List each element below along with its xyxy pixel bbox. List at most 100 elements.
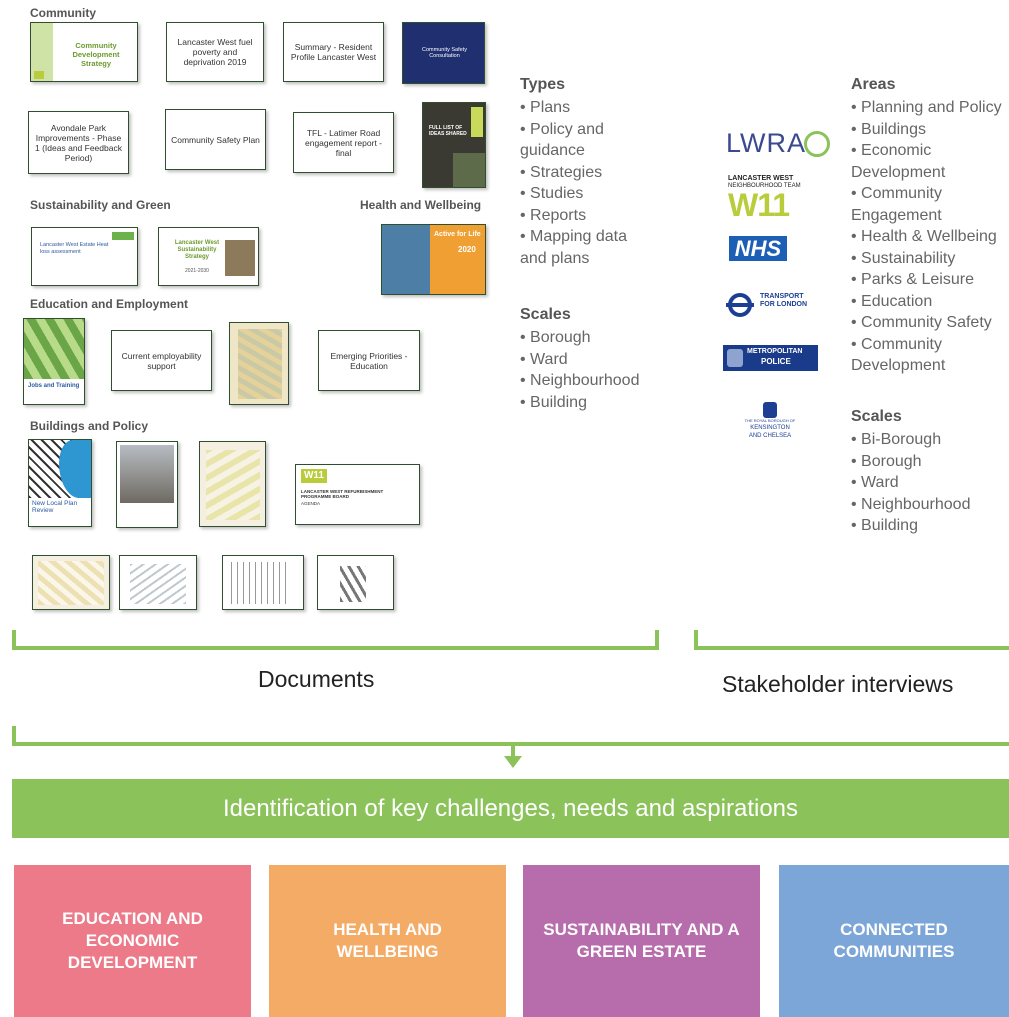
theme-label: SUSTAINABILITY AND A GREEN ESTATE [543, 920, 740, 961]
thumb-photo [120, 445, 174, 503]
w11-logo-sub: NEIGHBOURHOOD TEAM [728, 183, 801, 189]
list-item: • Ward [520, 350, 568, 368]
theme-label: EDUCATION AND ECONOMIC DEVELOPMENT [62, 909, 203, 972]
list-item: • Strategies [520, 163, 603, 181]
list-item: • Health & Wellbeing [851, 228, 997, 245]
doc-thumb-community-development-strategy[interactable]: Community Development Strategy [30, 22, 138, 82]
section-title-community: Community [30, 6, 96, 20]
types-list: • Plans• Policy and guidance• Strategies… [520, 97, 645, 269]
list-item: • Parks & Leisure [851, 271, 974, 288]
w11-mini-logo: W11 [301, 469, 327, 483]
thumb-footer [29, 498, 91, 526]
theme-education: EDUCATION AND ECONOMIC DEVELOPMENT [14, 865, 251, 1017]
list-item: • Community Engagement [851, 185, 942, 224]
doc-thumb-drawing-1[interactable] [32, 555, 110, 610]
rbkc-logo: THE ROYAL BOROUGH OF KENSINGTON AND CHEL… [740, 402, 800, 440]
thumb-title: Lancaster West Estate Heat loss assessme… [40, 242, 109, 255]
thumb-title: Community Safety Consultation [422, 47, 467, 59]
tfl-text-2: FOR LONDON [760, 301, 808, 308]
section-title-education: Education and Employment [30, 297, 189, 311]
thumb-accent [471, 107, 483, 137]
doc-thumb-active-for-life[interactable]: Active for Life 2020 [381, 224, 486, 295]
doc-thumb-avondale[interactable]: Avondale Park Improvements - Phase 1 (Id… [28, 111, 129, 174]
scales-left-heading: Scales [520, 306, 571, 323]
thumb-years: 2021-2030 [185, 268, 209, 274]
scales-left-list: • Borough• Ward• Neighbourhood• Building [520, 327, 660, 413]
list-item: • Borough [851, 452, 922, 470]
theme-connected: CONNECTED COMMUNITIES [779, 865, 1009, 1017]
doc-thumb-sustainability-strategy[interactable]: Lancaster West Sustainability Strategy 2… [158, 227, 259, 286]
list-item: • Ward [851, 474, 899, 491]
areas-list: • Planning and Policy • Buildings • Econom… [851, 97, 1009, 377]
thumb-title: Lancaster West Sustainability Strategy [174, 240, 220, 260]
logo-mark [34, 71, 44, 79]
rbkc-text-2: KENSINGTON [750, 425, 790, 431]
doc-thumb-heat-loss[interactable]: Lancaster West Estate Heat loss assessme… [31, 227, 138, 286]
theme-label: CONNECTED COMMUNITIES [833, 920, 955, 961]
list-item: • Building [520, 393, 587, 411]
list-item: • Neighbourhood [851, 495, 971, 513]
thumb-photo [225, 240, 255, 276]
areas-heading: Areas [851, 76, 896, 93]
met-text-1: METROPOLITAN [747, 348, 803, 355]
merge-bracket [12, 726, 1009, 746]
doc-thumb-photo[interactable] [116, 441, 178, 528]
w11-logo-mark: W11 [728, 187, 790, 223]
list-item: • Bi-Borough [851, 431, 942, 448]
met-police-logo: METROPOLITAN POLICE [723, 345, 818, 371]
key-challenges-banner: Identification of key challenges, needs … [12, 779, 1009, 838]
section-title-sustainability: Sustainability and Green [30, 198, 171, 212]
doc-thumb-site-plan[interactable] [199, 441, 266, 527]
rbkc-text-3: AND CHELSEA [748, 433, 792, 439]
doc-thumb-programme-board[interactable]: W11 LANCASTER WEST REFURBISHMENT PROGRAM… [295, 464, 420, 525]
lwra-logo: LWRA [726, 128, 830, 159]
list-item: • Planning and Policy [851, 99, 1002, 116]
doc-thumb-fuel-poverty[interactable]: Lancaster West fuel poverty and deprivat… [166, 22, 264, 82]
list-item: • Education [851, 292, 933, 310]
doc-thumb-jobs-training[interactable]: Jobs and Training [23, 318, 85, 405]
tfl-text-1: TRANSPORT [760, 293, 804, 300]
doc-thumb-safety-plan[interactable]: Community Safety Plan [165, 109, 266, 170]
theme-label: HEALTH AND WELLBEING [333, 920, 442, 961]
doc-thumb-local-plan[interactable]: New Local Plan Review [28, 439, 92, 527]
section-title-buildings: Buildings and Policy [30, 419, 149, 433]
thumb-map-image [238, 329, 282, 399]
banner-text: Identification of key challenges, needs … [222, 794, 799, 822]
section-title-health: Health and Wellbeing [360, 198, 482, 212]
thumb-map-image [206, 450, 260, 520]
list-item: • Building [851, 517, 918, 534]
doc-thumb-emerging-priorities[interactable]: Emerging Priorities - Education [318, 330, 420, 391]
list-item: • Economic Development [851, 142, 946, 181]
doc-thumb-map[interactable] [229, 322, 289, 405]
w11-logo-top: LANCASTER WEST [728, 175, 794, 182]
doc-thumb-tfl-engagement[interactable]: TFL - Latimer Road engagement report - f… [293, 112, 394, 173]
thumb-map-image [130, 564, 186, 604]
doc-thumb-ideas-list[interactable]: FULL LIST OF IDEAS SHARED [422, 102, 486, 188]
thumb-title: LANCASTER WEST REFURBISHMENT PROGRAMME B… [301, 489, 384, 499]
tree-icon [804, 131, 830, 157]
thumb-year: 2020 [458, 245, 476, 254]
stakeholders-caption: Stakeholder interviews [722, 671, 954, 697]
scales-right-list: • Bi-Borough • Borough • Ward • Neighbourho… [851, 429, 1009, 537]
list-item: • Sustainability [851, 249, 956, 267]
thumb-title: New Local Plan Review [32, 500, 78, 514]
list-item: • Mapping data and plans [520, 228, 628, 267]
list-item: • Community Development [851, 335, 946, 375]
doc-thumb-employability[interactable]: Current employability support [111, 330, 212, 391]
doc-thumb-drawing-3[interactable] [222, 555, 304, 610]
list-item: • Studies [520, 185, 584, 202]
w11-logo: LANCASTER WEST NEIGHBOURHOOD TEAM W11 [728, 175, 808, 223]
list-item: • Buildings [851, 120, 926, 138]
thumb-map-image [340, 566, 366, 602]
doc-thumb-safety-consultation[interactable]: Community Safety Consultation [402, 22, 485, 84]
arrow-down-icon [504, 756, 522, 768]
doc-thumb-drawing-4[interactable] [317, 555, 394, 610]
tfl-logo: TRANSPORT FOR LONDON [726, 290, 814, 320]
thumb-photo [382, 225, 430, 294]
doc-thumb-resident-profile[interactable]: Summary - Resident Profile Lancaster Wes… [283, 22, 384, 82]
doc-thumb-drawing-2[interactable] [119, 555, 197, 610]
documents-bracket [12, 630, 659, 650]
roundel-bar [726, 303, 754, 307]
thumb-title: Jobs and Training [28, 383, 80, 389]
thumb-accent-stripe [31, 23, 53, 81]
